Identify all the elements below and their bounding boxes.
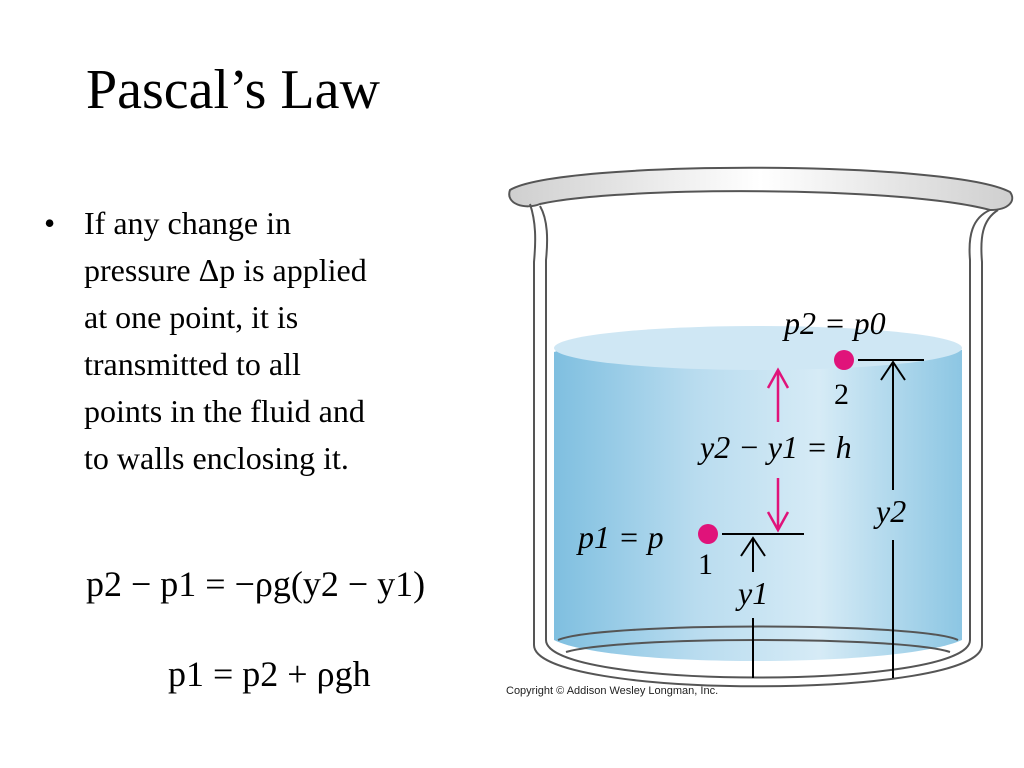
bullet-line: pressure Δp is applied — [84, 252, 367, 288]
equation-pressure-depth: p1 = p2 + ρgh — [168, 654, 371, 694]
h-arrow — [766, 367, 790, 533]
point-2-marker — [834, 350, 854, 370]
bullet-line: at one point, it is — [84, 299, 299, 335]
label-point-2: 2 — [834, 378, 849, 411]
bullet-line: to walls enclosing it. — [84, 440, 349, 476]
label-point-1: 1 — [698, 548, 713, 581]
slide-title: Pascal’s Law — [86, 59, 380, 121]
label-p2-eq-p0: p2 = p0 — [782, 305, 886, 341]
label-y2: y2 — [873, 493, 906, 529]
beaker-glass — [508, 166, 1014, 688]
bullet-line: points in the fluid and — [84, 393, 365, 429]
y2-arrow — [880, 360, 906, 678]
copyright-notice: Copyright © Addison Wesley Longman, Inc. — [506, 685, 719, 697]
bullet-text: If any change in pressure Δp is applied … — [84, 200, 464, 482]
water-surface — [554, 326, 962, 370]
equation-pressure-difference: p2 − p1 = −ρg(y2 − y1) — [86, 564, 426, 604]
bullet-line: transmitted to all — [84, 346, 301, 382]
water — [554, 331, 962, 661]
y1-arrow — [740, 536, 766, 678]
point-1-marker — [698, 524, 718, 544]
label-height-difference: y2 − y1 = h — [697, 429, 852, 465]
label-y1: y1 — [735, 575, 768, 611]
label-p1-eq-p: p1 = p — [576, 519, 664, 555]
bullet-line: If any change in — [84, 205, 292, 241]
bullet-marker: • — [44, 205, 56, 241]
